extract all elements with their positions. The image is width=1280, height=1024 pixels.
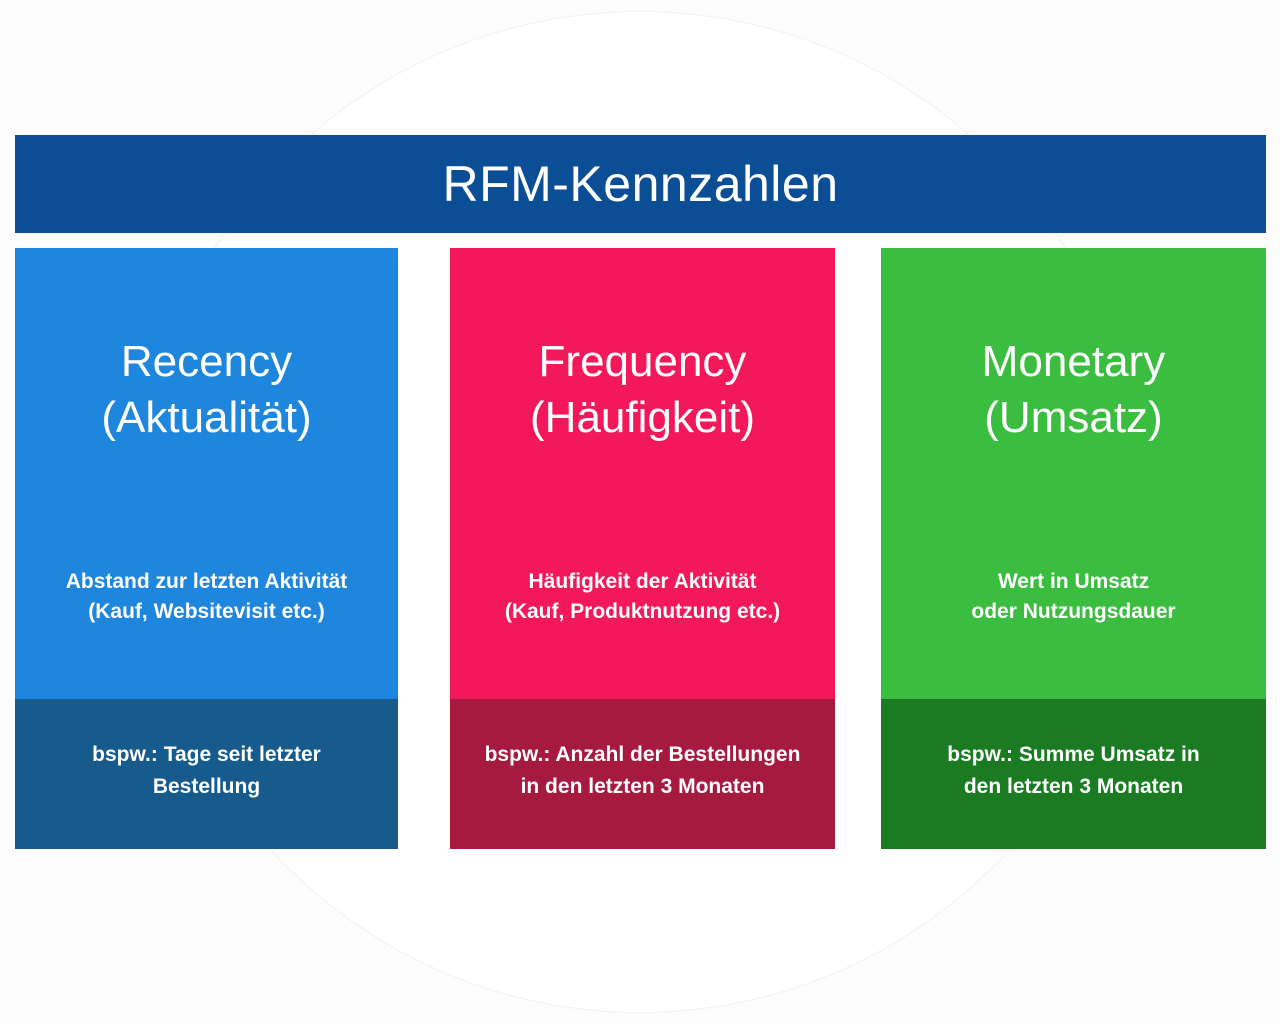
frequency-description: Häufigkeit der Aktivität (Kauf, Produktn…	[504, 570, 781, 624]
monetary-body: Monetary (Umsatz) Wert in Umsatz oder Nu…	[881, 248, 1266, 699]
diagram-header-banner: RFM-Kennzahlen	[15, 135, 1266, 233]
frequency-example: bspw.: Anzahl der Bestellungen in den le…	[484, 743, 801, 798]
monetary-footer: bspw.: Summe Umsatz in den letzten 3 Mon…	[881, 699, 1266, 849]
rfm-diagram: RFM-Kennzahlen Recency (Aktualität) Abst…	[15, 135, 1266, 849]
frequency-title: Frequency (Häufigkeit)	[530, 337, 755, 442]
rfm-columns: Recency (Aktualität) Abstand zur letzten…	[15, 248, 1266, 849]
recency-example: bspw.: Tage seit letzter Bestellung	[92, 743, 321, 798]
rfm-column-recency: Recency (Aktualität) Abstand zur letzten…	[15, 248, 398, 849]
recency-body: Recency (Aktualität) Abstand zur letzten…	[15, 248, 398, 699]
rfm-column-monetary: Monetary (Umsatz) Wert in Umsatz oder Nu…	[881, 248, 1266, 849]
monetary-example: bspw.: Summe Umsatz in den letzten 3 Mon…	[947, 743, 1200, 798]
frequency-body: Frequency (Häufigkeit) Häufigkeit der Ak…	[450, 248, 835, 699]
frequency-footer: bspw.: Anzahl der Bestellungen in den le…	[450, 699, 835, 849]
recency-title: Recency (Aktualität)	[101, 337, 312, 442]
monetary-description: Wert in Umsatz oder Nutzungsdauer	[971, 570, 1176, 624]
monetary-title: Monetary (Umsatz)	[981, 337, 1166, 442]
rfm-column-frequency: Frequency (Häufigkeit) Häufigkeit der Ak…	[450, 248, 835, 849]
recency-description: Abstand zur letzten Aktivität (Kauf, Web…	[65, 570, 348, 624]
page-title: RFM-Kennzahlen	[442, 156, 839, 212]
recency-footer: bspw.: Tage seit letzter Bestellung	[15, 699, 398, 849]
